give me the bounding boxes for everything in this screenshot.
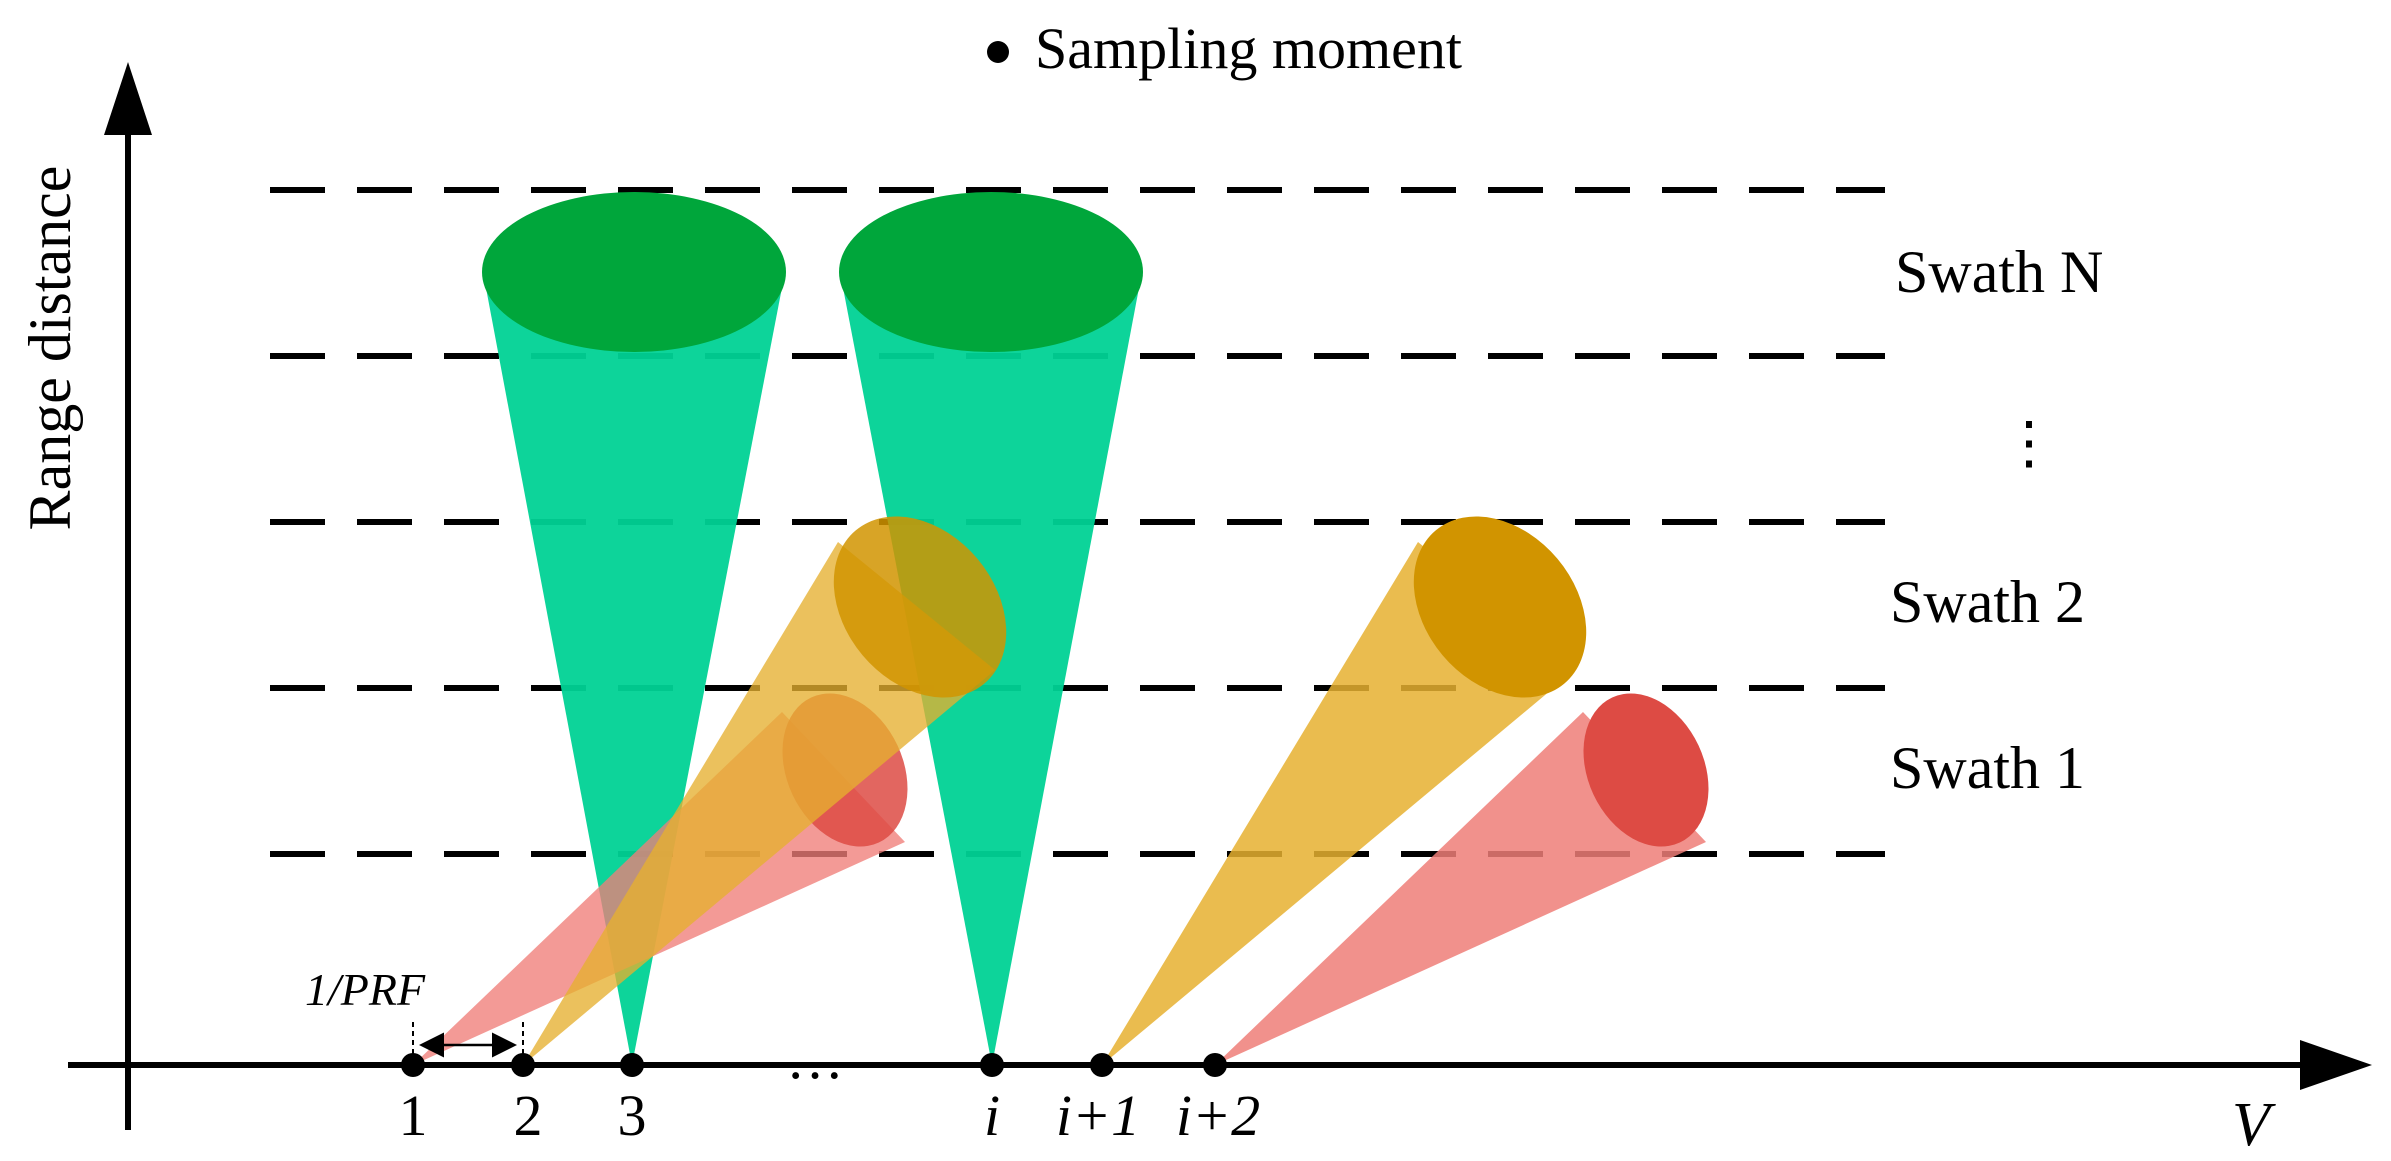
green-beam-footprint	[839, 192, 1143, 352]
interval-label: 1/PRF	[305, 964, 426, 1015]
orange-beam-cone	[523, 542, 995, 1065]
sampling-points	[401, 1053, 1227, 1077]
green-beam-cone	[483, 272, 785, 1065]
x-axis-arrowhead	[2300, 1040, 2372, 1090]
swath-2-label: Swath 2	[1890, 569, 2085, 635]
orange-beam-2	[1102, 516, 1587, 1065]
sampling-point	[401, 1053, 425, 1077]
sampling-label-i-plus-2: i+2	[1176, 1083, 1260, 1148]
swath-1-label: Swath 1	[1890, 735, 2085, 801]
sampling-label-i: i	[984, 1083, 1000, 1148]
red-beam-2	[1215, 693, 1709, 1065]
interval-marker	[412, 1022, 524, 1058]
orange-beam-footprint	[833, 516, 1007, 698]
sampling-label-ellipsis: ···	[786, 1043, 844, 1108]
legend: Sampling moment	[987, 16, 1462, 81]
orange-beam-cone	[1102, 542, 1575, 1065]
sampling-label-2: 2	[514, 1083, 543, 1148]
sampling-point	[511, 1053, 535, 1077]
y-axis-arrowhead	[104, 62, 152, 135]
green-beam-1	[482, 192, 786, 1065]
orange-beam-footprint	[1413, 516, 1587, 698]
sampling-label-1: 1	[399, 1083, 428, 1148]
y-axis-label: Range distance	[17, 166, 83, 531]
legend-label: Sampling moment	[1035, 16, 1462, 81]
sampling-label-i-plus-1: i+1	[1056, 1083, 1140, 1148]
sampling-point-labels: 1 2 3 ··· i i+1 i+2	[399, 1043, 1261, 1148]
green-beam-footprint	[482, 192, 786, 352]
swath-labels: Swath N ⋮ Swath 2 Swath 1	[1890, 239, 2103, 801]
red-beam-cone	[1215, 712, 1706, 1065]
sampling-point	[620, 1053, 644, 1077]
sampling-label-3: 3	[618, 1083, 647, 1148]
legend-marker	[987, 41, 1009, 63]
red-beam-footprint	[1583, 693, 1709, 847]
sampling-point	[1203, 1053, 1227, 1077]
x-axis-label: V	[2232, 1091, 2276, 1159]
swath-dots-label: ⋮	[2000, 410, 2058, 475]
swath-n-label: Swath N	[1895, 239, 2103, 305]
sampling-point	[980, 1053, 1004, 1077]
axes	[68, 62, 2372, 1130]
sampling-point	[1090, 1053, 1114, 1077]
orange-beam-1	[523, 516, 1007, 1065]
